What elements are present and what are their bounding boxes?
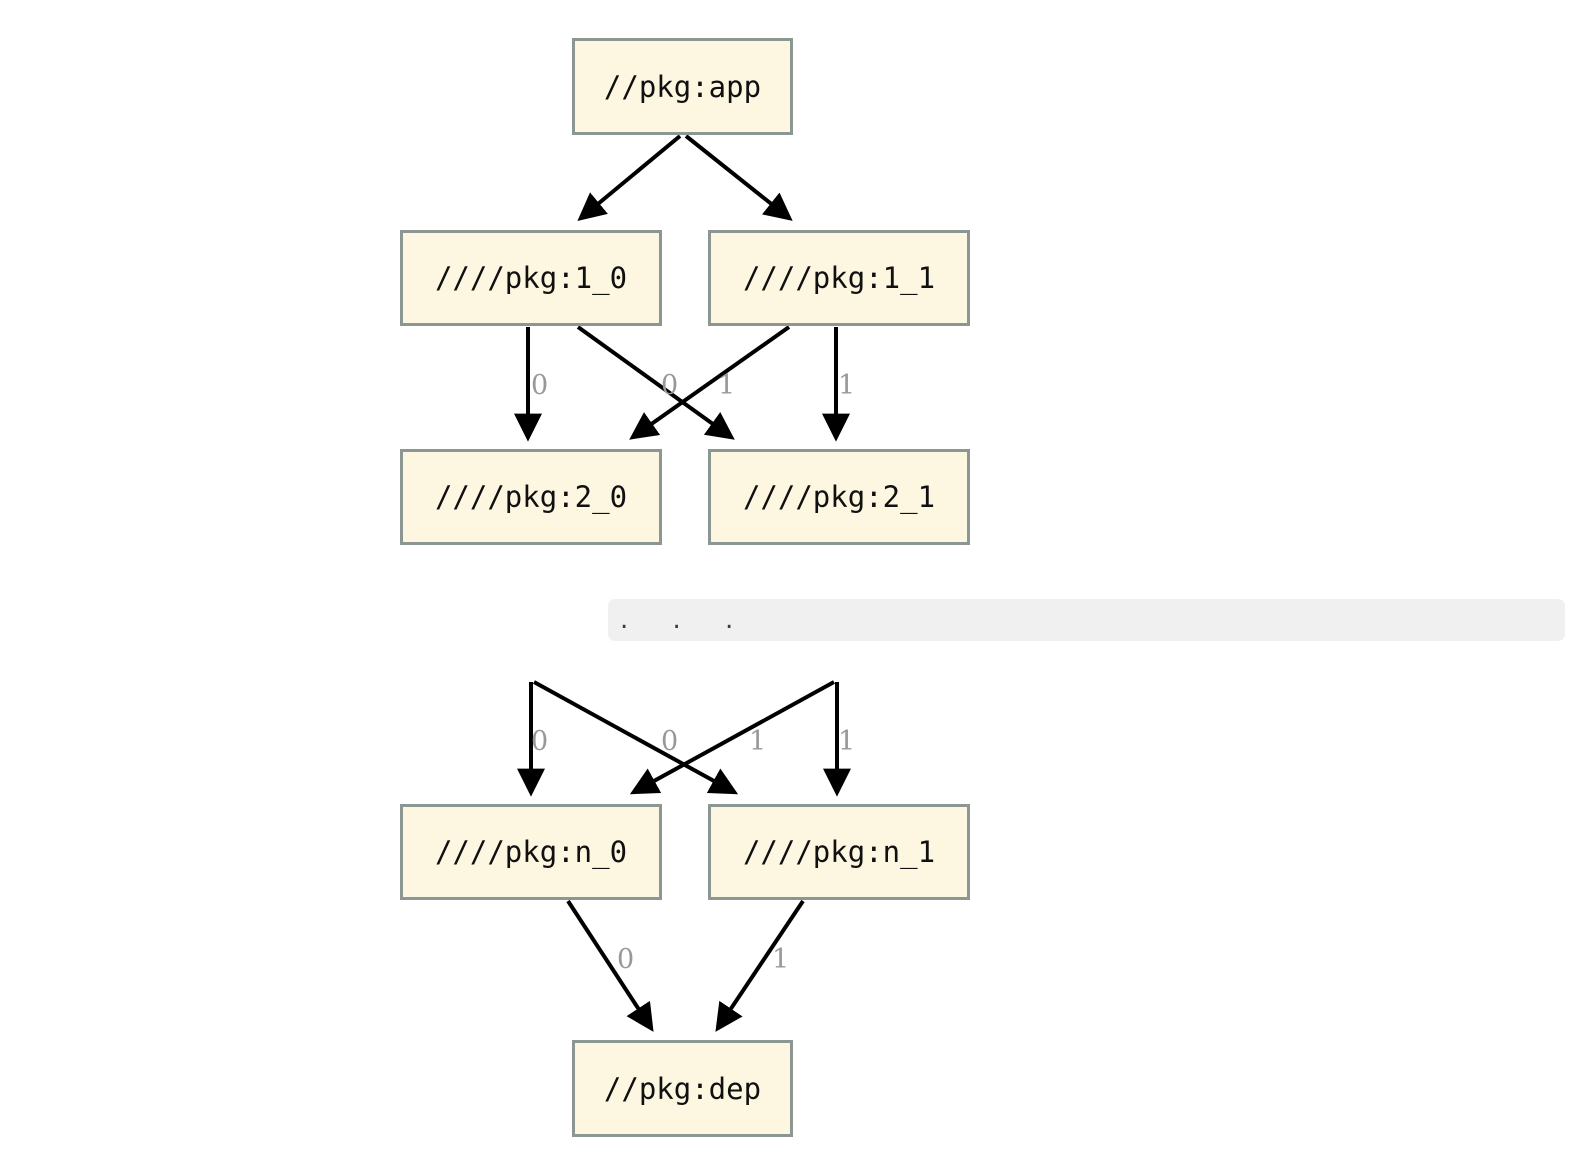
edge-app-to-1_0: [577, 134, 682, 221]
edge-label-n_1-dep: 1: [772, 944, 790, 975]
edge-label-trunc-right-n_0: 1: [749, 726, 767, 757]
node-2_0[interactable]: ////pkg:2_0: [400, 449, 662, 545]
edge-label-1_0-2_0: 0: [531, 370, 549, 401]
node-1_1[interactable]: ////pkg:1_1: [708, 230, 970, 326]
edge-1_1-to-2_0: [629, 325, 791, 440]
edge-label-trunc-left-n_1: 0: [661, 726, 679, 757]
edge-label-n_0-dep: 0: [617, 944, 635, 975]
edge-n_1-to-dep: [715, 899, 805, 1032]
truncation-ellipsis-band: . . .: [608, 599, 1565, 641]
node-dep[interactable]: //pkg:dep: [572, 1040, 793, 1137]
node-dep-label: //pkg:dep: [603, 1071, 762, 1106]
edge-label-1_1-2_1: 1: [838, 370, 856, 401]
node-2_0-label: ////pkg:2_0: [434, 480, 628, 514]
node-1_0-label: ////pkg:1_0: [434, 261, 628, 295]
node-app-label: //pkg:app: [603, 69, 762, 104]
edge-label-1_0-2_1: 0: [661, 370, 679, 401]
node-n_0[interactable]: ////pkg:n_0: [400, 804, 662, 900]
edge-truncated-left-to-n_1: [533, 680, 739, 795]
edge-app-to-1_1: [684, 134, 793, 221]
edge-truncated-right-to-n_0: [629, 680, 835, 795]
node-n_1-label: ////pkg:n_1: [742, 835, 936, 869]
edge-label-trunc-left-n_0: 0: [531, 726, 549, 757]
ellipsis-dots: . . .: [620, 605, 752, 635]
edge-label-1_1-2_0: 1: [718, 370, 736, 401]
node-1_0[interactable]: ////pkg:1_0: [400, 230, 662, 326]
edge-label-trunc-right-n_1: 1: [838, 726, 856, 757]
edge-n_0-to-dep: [566, 899, 654, 1032]
edge-1_0-to-2_1: [576, 325, 735, 440]
node-n_1[interactable]: ////pkg:n_1: [708, 804, 970, 900]
node-2_1-label: ////pkg:2_1: [742, 480, 936, 514]
node-2_1[interactable]: ////pkg:2_1: [708, 449, 970, 545]
node-n_0-label: ////pkg:n_0: [434, 835, 628, 869]
node-1_1-label: ////pkg:1_1: [742, 261, 936, 295]
node-app[interactable]: //pkg:app: [572, 38, 793, 135]
